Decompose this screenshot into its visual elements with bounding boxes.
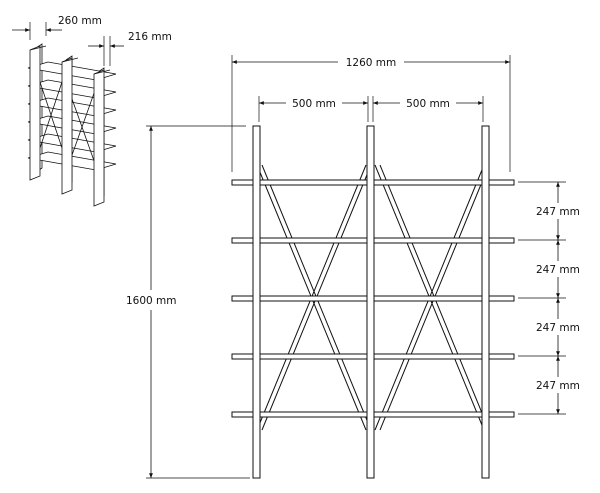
post-middle xyxy=(366,125,375,479)
iso-posts-front xyxy=(29,45,111,207)
bay-dimensions: 500 mm 500 mm xyxy=(258,96,484,122)
post-left xyxy=(252,125,261,479)
iso-post-dimension: 216 mm xyxy=(88,31,172,66)
height-dimension: 1600 mm xyxy=(126,125,250,479)
iso-depth-label: 260 mm xyxy=(58,15,102,27)
isometric-view: 260 mm 216 mm xyxy=(12,15,172,207)
front-elevation: 1260 mm 500 mm 500 mm 1600 mm xyxy=(126,55,580,479)
iso-post-label: 216 mm xyxy=(128,31,172,43)
shelf-gap-label-4: 247 mm xyxy=(536,380,580,392)
height-label: 1600 mm xyxy=(126,295,177,307)
bay-left-label: 500 mm xyxy=(292,98,336,110)
iso-depth-dimension: 260 mm xyxy=(12,15,102,40)
posts xyxy=(252,125,490,479)
total-width-label: 1260 mm xyxy=(346,57,397,69)
total-width-dimension: 1260 mm xyxy=(231,55,511,172)
shelf-gap-label-1: 247 mm xyxy=(536,206,580,218)
bay-right-label: 500 mm xyxy=(406,98,450,110)
shelf-gap-label-3: 247 mm xyxy=(536,322,580,334)
post-right xyxy=(481,125,490,479)
shelf-spacing-dimensions: 247 mm 247 mm 247 mm 247 mm xyxy=(518,181,580,415)
shelf-gap-label-2: 247 mm xyxy=(536,264,580,276)
